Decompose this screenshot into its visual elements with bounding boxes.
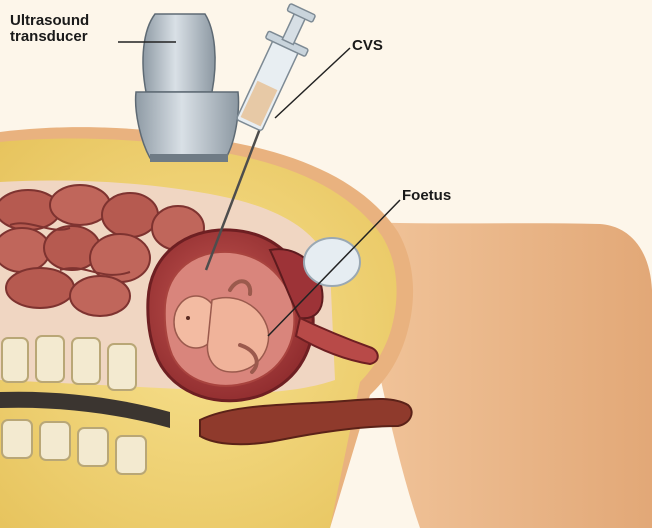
label-foetus: Foetus [402, 188, 451, 204]
label-ultrasound-line1: Ultrasound [10, 13, 89, 29]
label-ultrasound-transducer: Ultrasound transducer [10, 13, 89, 45]
ultrasound-transducer [136, 14, 239, 162]
label-ultrasound-line2: transducer [10, 29, 89, 45]
label-cvs: CVS [352, 38, 383, 54]
bladder [304, 238, 360, 286]
